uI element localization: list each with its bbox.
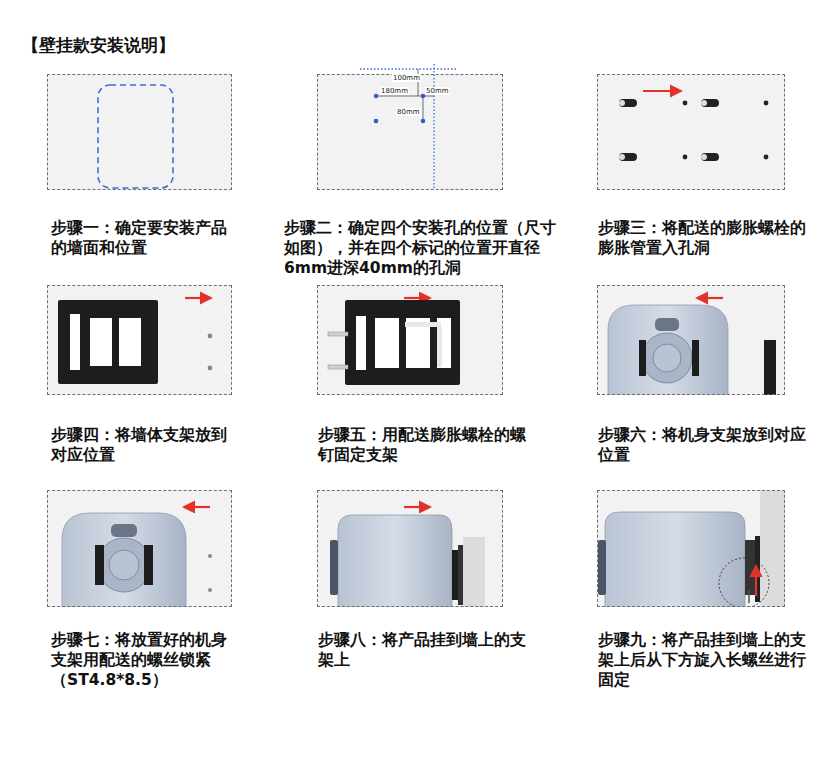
dimension-label: 80mm	[396, 108, 421, 116]
step-panel: 步骤三：将配送的膨胀螺栓的膨胀管置入孔洞	[597, 74, 785, 190]
step-caption: 步骤九：将产品挂到墙上的支架上后从下方旋入长螺丝进行固定	[598, 630, 813, 690]
step-caption: 步骤二：确定四个安装孔的位置（尺寸如图），并在四个标记的位置开直径6mm进深40…	[284, 218, 562, 278]
step-caption: 步骤一：确定要安装产品的墙面和位置	[51, 218, 233, 258]
step-panel: 步骤四：将墙体支架放到对应位置	[47, 285, 232, 395]
step-panel: 步骤二：确定四个安装孔的位置（尺寸如图），并在四个标记的位置开直径6mm进深40…	[317, 74, 503, 190]
dimension-label: 180mm	[380, 87, 409, 95]
step-caption: 步骤五：用配送膨胀螺栓的螺钉固定支架	[318, 425, 533, 465]
dimension-label: 50mm	[425, 87, 450, 95]
step-panel: 步骤九：将产品挂到墙上的支架上后从下方旋入长螺丝进行固定	[597, 490, 785, 607]
step-panel: 步骤七：将放置好的机身支架用配送的螺丝锁紧（ST4.8*8.5）	[47, 490, 232, 607]
step-caption: 步骤四：将墙体支架放到对应位置	[51, 425, 233, 465]
step-caption: 步骤七：将放置好的机身支架用配送的螺丝锁紧（ST4.8*8.5）	[51, 630, 233, 690]
step-panel: 步骤六：将机身支架放到对应位置	[597, 285, 785, 395]
step-panel: 步骤五：用配送膨胀螺栓的螺钉固定支架	[317, 285, 503, 395]
dimension-label: 100mm	[392, 74, 421, 82]
step-panel: 步骤一：确定要安装产品的墙面和位置	[47, 74, 232, 190]
step-panel: 步骤八：将产品挂到墙上的支架上	[317, 490, 503, 607]
step-caption: 步骤三：将配送的膨胀螺栓的膨胀管置入孔洞	[598, 218, 813, 258]
step-caption: 步骤六：将机身支架放到对应位置	[598, 425, 813, 465]
step-caption: 步骤八：将产品挂到墙上的支架上	[318, 630, 533, 670]
page-title: 【壁挂款安装说明】	[22, 34, 175, 57]
